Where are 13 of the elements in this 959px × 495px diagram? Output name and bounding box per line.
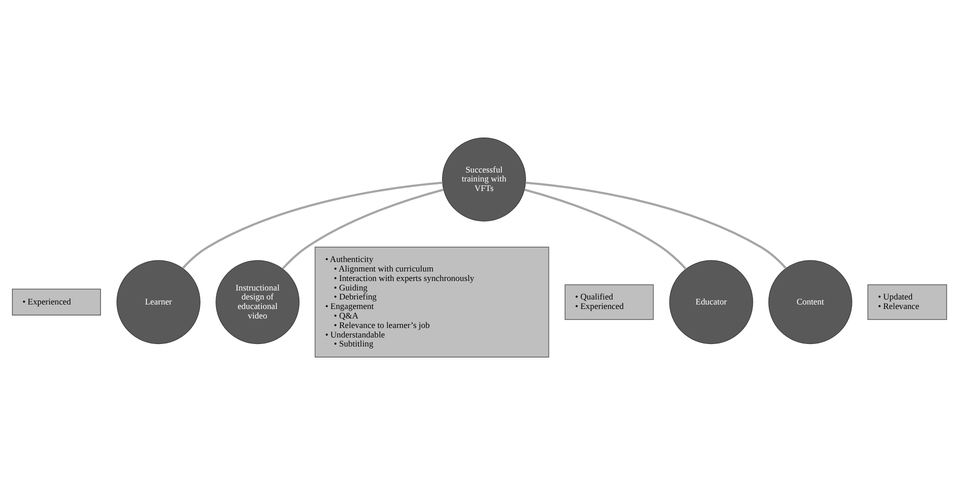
connector: [526, 182, 787, 269]
node-circle: Content: [768, 260, 852, 344]
node-box: • Experienced: [12, 288, 101, 316]
node-box: • Qualified • Experienced: [564, 284, 654, 320]
node-circle: Learner: [116, 260, 200, 344]
node-circle: Successful training with VFTs: [442, 138, 526, 222]
node-box: • Authenticity • Alignment with curriculum • Interaction with experts synchronously • Guiding • Debriefing • Engagement • Q&A • Relevance to learner’s job • Understandable • Subtitling: [314, 246, 550, 358]
connector: [524, 188, 687, 270]
node-circle: Educator: [669, 260, 754, 344]
node-box: • Updated • Relevance: [867, 284, 948, 320]
connector: [182, 182, 443, 269]
connector: [282, 188, 444, 270]
node-circle: Instructional design of educational video: [216, 260, 300, 344]
